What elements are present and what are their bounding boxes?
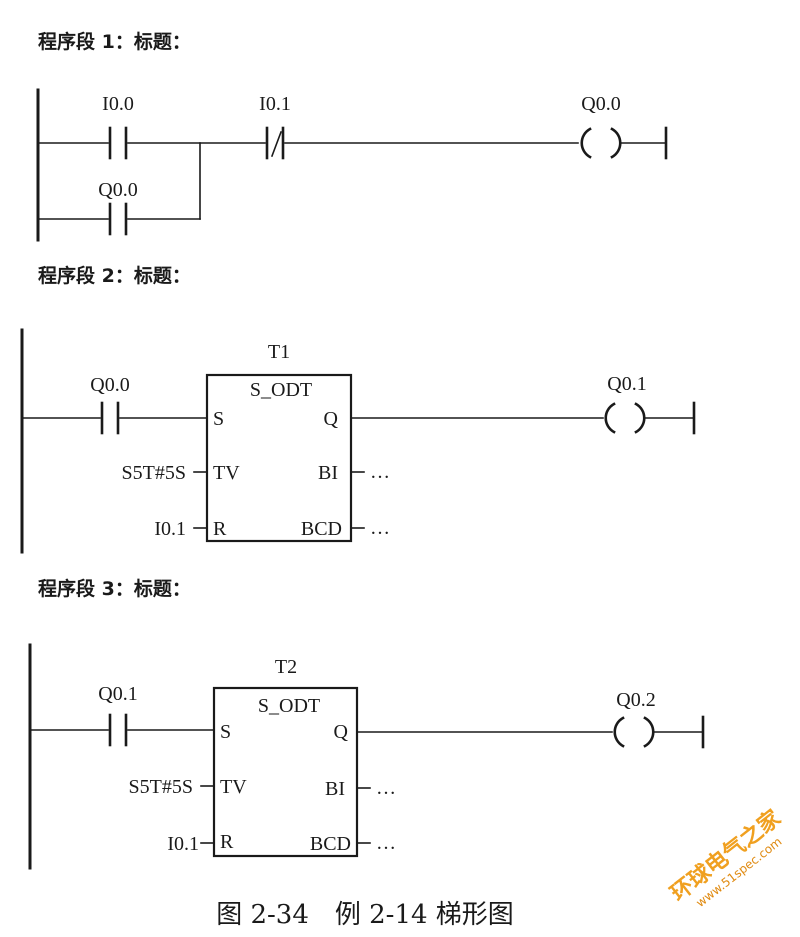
pin-r: R <box>213 518 227 540</box>
bcd-dots: … <box>376 832 396 854</box>
pin-s: S <box>213 408 224 430</box>
contact-no-q0-1: Q0.1 <box>98 683 138 747</box>
reset-input: I0.1 <box>154 518 186 540</box>
pin-tv: TV <box>213 462 240 484</box>
timer-type: S_ODT <box>250 379 312 401</box>
timer-type: S_ODT <box>258 695 320 717</box>
network-2-title: 程序段 2：标题： <box>38 264 191 287</box>
network-3-title: 程序段 3：标题： <box>38 577 191 600</box>
contact-label: I0.1 <box>259 93 291 115</box>
coil-label: Q0.2 <box>616 689 655 711</box>
contact-label: Q0.0 <box>90 374 129 396</box>
contact-no-q0-0: Q0.0 <box>90 374 130 435</box>
coil-q0-2: Q0.2 <box>613 689 656 748</box>
bcd-dots: … <box>370 517 390 539</box>
tv-value: S5T#5S <box>122 462 186 484</box>
network-1: 程序段 1：标题： I0.0 I0.1 Q0.0 Q0. <box>36 30 668 242</box>
network-1-title: 程序段 1：标题： <box>38 30 191 53</box>
pin-bi: BI <box>318 462 338 484</box>
coil-q0-0: Q0.0 <box>580 93 622 159</box>
contact-no-q0-0: Q0.0 <box>98 179 138 236</box>
contact-nc-i0-1: I0.1 <box>259 93 291 160</box>
timer-name: T2 <box>275 656 297 678</box>
pin-r: R <box>220 831 234 853</box>
timer-block-t1: T1 S_ODT S Q TV BI R BCD <box>205 341 353 543</box>
pin-bcd: BCD <box>310 833 351 855</box>
coil-label: Q0.0 <box>581 93 620 115</box>
figure-caption: 图 2-34 例 2-14 梯形图 <box>216 900 514 930</box>
bi-dots: … <box>370 461 390 483</box>
coil-q0-1: Q0.1 <box>604 373 647 434</box>
network-3: 程序段 3：标题： Q0.1 T2 S_ODT S Q TV BI R BCD … <box>28 577 705 870</box>
contact-no-i0-0: I0.0 <box>102 93 134 160</box>
pin-q: Q <box>334 721 349 743</box>
pin-tv: TV <box>220 776 247 798</box>
pin-q: Q <box>324 408 339 430</box>
timer-name: T1 <box>268 341 290 363</box>
network-2: 程序段 2：标题： Q0.0 T1 S_ODT S Q TV BI R BCD … <box>20 264 696 554</box>
contact-label: I0.0 <box>102 93 134 115</box>
pin-bcd: BCD <box>301 518 342 540</box>
contact-label: Q0.0 <box>98 179 137 201</box>
reset-input: I0.1 <box>167 833 199 855</box>
coil-label: Q0.1 <box>607 373 646 395</box>
contact-label: Q0.1 <box>98 683 137 705</box>
pin-s: S <box>220 721 231 743</box>
pin-bi: BI <box>325 778 345 800</box>
tv-value: S5T#5S <box>129 776 193 798</box>
timer-block-t2: T2 S_ODT S Q TV BI R BCD <box>212 656 359 858</box>
bi-dots: … <box>376 777 396 799</box>
watermark: 环球电气之家 www.51spec.com <box>666 804 787 910</box>
